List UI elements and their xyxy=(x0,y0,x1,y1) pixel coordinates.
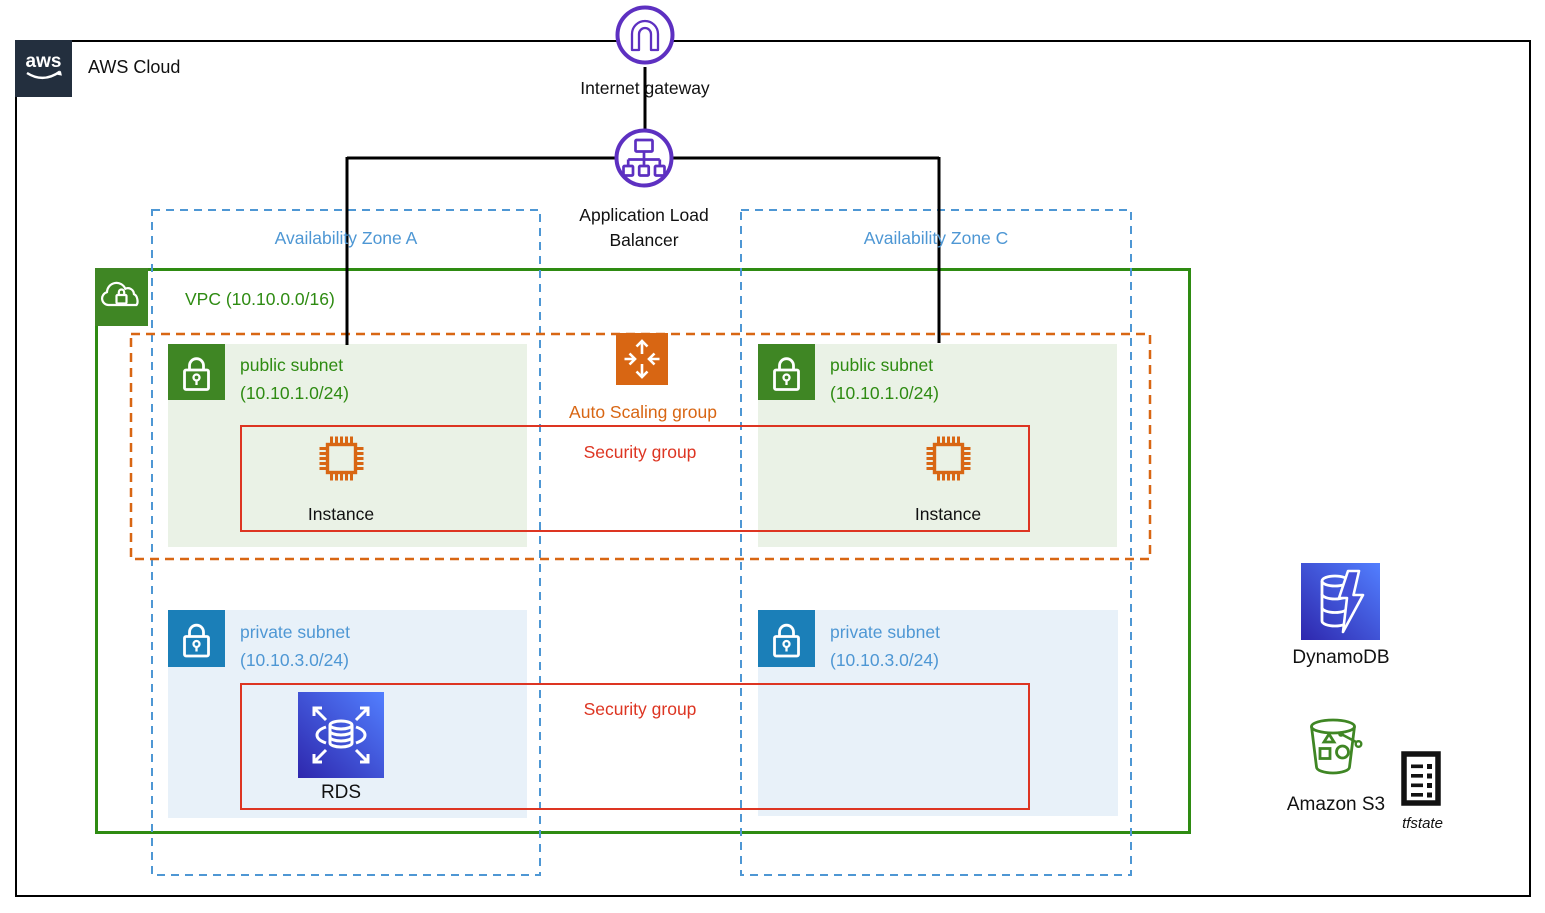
public-subnet-c-label: public subnet (10.10.1.0/24) xyxy=(830,351,939,407)
dynamodb-label: DynamoDB xyxy=(1292,647,1390,668)
vpc-label: VPC (10.10.0.0/16) xyxy=(185,289,335,309)
dynamodb-icon xyxy=(1301,563,1380,640)
vpc-border xyxy=(95,268,1191,834)
auto-scaling-icon xyxy=(616,333,668,385)
load-balancer-icon xyxy=(613,127,675,189)
rds-label: RDS xyxy=(320,782,362,803)
aws-cloud-label: AWS Cloud xyxy=(88,57,181,77)
rds-database-icon xyxy=(298,692,384,778)
availability-zone-a-label: Availability Zone A xyxy=(274,228,418,248)
public-subnet-c-lock-icon xyxy=(758,344,815,400)
private-subnet-a-label: private subnet (10.10.3.0/24) xyxy=(240,618,350,674)
tfstate-label: tfstate xyxy=(1402,815,1443,832)
availability-zone-a-border xyxy=(151,209,541,876)
tfstate-document-icon xyxy=(1400,750,1442,807)
private-subnet-c-lock-icon xyxy=(758,610,815,667)
private-subnet-a-lock-icon xyxy=(168,610,225,667)
availability-zone-c-label: Availability Zone C xyxy=(863,228,1009,248)
public-subnet-a-label: public subnet (10.10.1.0/24) xyxy=(240,351,349,407)
private-subnet-c-area xyxy=(758,610,1118,816)
public-subnet-a-cidr: (10.10.1.0/24) xyxy=(240,383,349,403)
amazon-s3-label: Amazon S3 xyxy=(1286,794,1386,815)
security-group-private-border xyxy=(240,683,1030,810)
internet-gateway-label: Internet gateway xyxy=(580,78,710,98)
internet-gateway-icon xyxy=(614,4,676,66)
instance-c-label: Instance xyxy=(914,504,982,524)
vpc-cloud-lock-icon xyxy=(95,268,148,326)
public-subnet-a-lock-icon xyxy=(168,344,225,400)
load-balancer-label: Application Load Balancer xyxy=(579,205,709,250)
public-subnet-c-cidr: (10.10.1.0/24) xyxy=(830,383,939,403)
instance-c-chip-icon xyxy=(920,430,977,487)
public-subnet-a-name: public subnet xyxy=(240,355,344,375)
aws-cloud-border xyxy=(15,40,1531,897)
private-subnet-c-name: private subnet xyxy=(830,622,940,642)
auto-scaling-group-label: Auto Scaling group xyxy=(569,402,717,422)
s3-bucket-icon xyxy=(1300,714,1366,780)
private-subnet-a-name: private subnet xyxy=(240,622,350,642)
instance-a-chip-icon xyxy=(313,430,370,487)
private-subnet-a-cidr: (10.10.3.0/24) xyxy=(240,650,349,670)
public-subnet-c-name: public subnet xyxy=(830,355,934,375)
security-group-public-border xyxy=(240,425,1030,532)
availability-zone-c-border xyxy=(740,209,1132,876)
instance-a-label: Instance xyxy=(307,504,375,524)
private-subnet-c-cidr: (10.10.3.0/24) xyxy=(830,650,939,670)
aws-logo: aws xyxy=(15,40,72,97)
auto-scaling-group-border xyxy=(129,332,1152,561)
security-group-public-label: Security group xyxy=(583,442,697,462)
private-subnet-c-label: private subnet (10.10.3.0/24) xyxy=(830,618,940,674)
security-group-private-label: Security group xyxy=(583,699,697,719)
aws-logo-text: aws xyxy=(26,51,62,72)
